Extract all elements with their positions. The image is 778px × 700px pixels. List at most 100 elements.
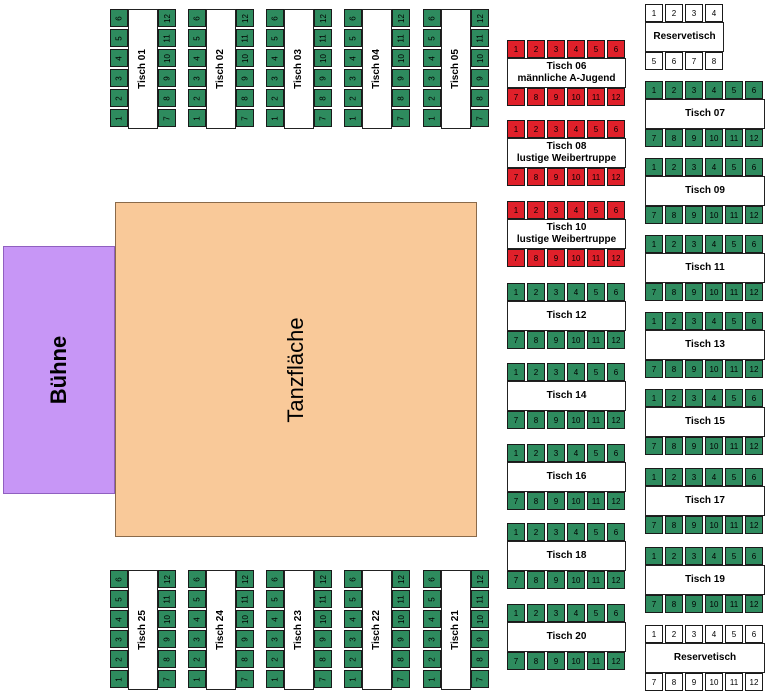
seat[interactable]: 11 (587, 88, 605, 106)
seat[interactable]: 9 (392, 69, 410, 87)
seat[interactable]: 3 (685, 468, 703, 486)
seat[interactable]: 6 (745, 312, 763, 330)
seat[interactable]: 4 (110, 610, 128, 628)
seat[interactable]: 11 (587, 492, 605, 510)
seat[interactable]: 4 (266, 610, 284, 628)
seat[interactable]: 5 (266, 29, 284, 47)
seat[interactable]: 8 (158, 650, 176, 668)
seat[interactable]: 11 (725, 437, 743, 455)
seat[interactable]: 6 (607, 363, 625, 381)
seat[interactable]: 3 (344, 69, 362, 87)
seat[interactable]: 2 (527, 604, 545, 622)
seat[interactable]: 4 (567, 40, 585, 58)
seat[interactable]: 3 (547, 523, 565, 541)
seat[interactable]: 5 (344, 590, 362, 608)
seat[interactable]: 2 (665, 468, 683, 486)
seat[interactable]: 7 (236, 670, 254, 688)
seat[interactable]: 8 (705, 52, 723, 70)
seat[interactable]: 6 (266, 570, 284, 588)
table[interactable]: Tisch 17 (645, 486, 765, 516)
seat[interactable]: 5 (725, 389, 743, 407)
seat[interactable]: 1 (110, 670, 128, 688)
seat[interactable]: 5 (344, 29, 362, 47)
table[interactable]: Tisch 13 (645, 330, 765, 360)
seat[interactable]: 3 (685, 389, 703, 407)
seat[interactable]: 4 (705, 4, 723, 22)
seat[interactable]: 11 (471, 29, 489, 47)
seat[interactable]: 1 (507, 604, 525, 622)
seat[interactable]: 7 (471, 670, 489, 688)
seat[interactable]: 1 (344, 670, 362, 688)
seat[interactable]: 6 (745, 81, 763, 99)
seat[interactable]: 2 (188, 650, 206, 668)
seat[interactable]: 10 (567, 331, 585, 349)
seat[interactable]: 3 (547, 120, 565, 138)
seat[interactable]: 5 (587, 523, 605, 541)
seat[interactable]: 9 (236, 69, 254, 87)
seat[interactable]: 8 (665, 673, 683, 691)
seat[interactable]: 12 (236, 570, 254, 588)
seat[interactable]: 9 (685, 595, 703, 613)
seat[interactable]: 2 (665, 235, 683, 253)
seat[interactable]: 4 (344, 49, 362, 67)
seat[interactable]: 4 (567, 363, 585, 381)
seat[interactable]: 6 (607, 523, 625, 541)
seat[interactable]: 8 (527, 249, 545, 267)
seat[interactable]: 12 (745, 437, 763, 455)
seat[interactable]: 4 (705, 547, 723, 565)
seat[interactable]: 3 (110, 630, 128, 648)
seat[interactable]: 7 (507, 88, 525, 106)
seat[interactable]: 10 (567, 168, 585, 186)
seat[interactable]: 4 (705, 312, 723, 330)
seat[interactable]: 1 (645, 158, 663, 176)
seat[interactable]: 2 (188, 89, 206, 107)
seat[interactable]: 9 (685, 360, 703, 378)
seat[interactable]: 5 (645, 52, 663, 70)
seat[interactable]: 8 (236, 89, 254, 107)
seat[interactable]: 7 (314, 109, 332, 127)
seat[interactable]: 8 (527, 492, 545, 510)
seat[interactable]: 6 (745, 625, 763, 643)
seat[interactable]: 11 (725, 673, 743, 691)
seat[interactable]: 1 (645, 235, 663, 253)
seat[interactable]: 9 (314, 630, 332, 648)
table[interactable]: Reservetisch (645, 643, 765, 673)
seat[interactable]: 6 (344, 570, 362, 588)
seat[interactable]: 6 (344, 9, 362, 27)
seat[interactable]: 12 (607, 571, 625, 589)
seat[interactable]: 3 (266, 69, 284, 87)
seat[interactable]: 4 (110, 49, 128, 67)
seat[interactable]: 1 (266, 109, 284, 127)
seat[interactable]: 9 (236, 630, 254, 648)
seat[interactable]: 5 (725, 547, 743, 565)
table[interactable]: Tisch 07 (645, 99, 765, 129)
seat[interactable]: 10 (236, 49, 254, 67)
seat[interactable]: 2 (344, 89, 362, 107)
table[interactable]: Tisch 24 (206, 570, 236, 690)
seat[interactable]: 5 (110, 29, 128, 47)
seat[interactable]: 4 (567, 604, 585, 622)
seat[interactable]: 11 (392, 29, 410, 47)
seat[interactable]: 5 (188, 590, 206, 608)
seat[interactable]: 3 (423, 69, 441, 87)
seat[interactable]: 8 (314, 650, 332, 668)
seat[interactable]: 10 (314, 610, 332, 628)
seat[interactable]: 10 (471, 610, 489, 628)
seat[interactable]: 3 (685, 158, 703, 176)
seat[interactable]: 1 (507, 444, 525, 462)
seat[interactable]: 5 (587, 40, 605, 58)
seat[interactable]: 2 (665, 625, 683, 643)
seat[interactable]: 5 (110, 590, 128, 608)
seat[interactable]: 7 (645, 283, 663, 301)
seat[interactable]: 10 (471, 49, 489, 67)
seat[interactable]: 11 (158, 590, 176, 608)
seat[interactable]: 1 (423, 670, 441, 688)
seat[interactable]: 6 (188, 9, 206, 27)
seat[interactable]: 1 (645, 547, 663, 565)
seat[interactable]: 12 (471, 9, 489, 27)
seat[interactable]: 12 (314, 570, 332, 588)
seat[interactable]: 9 (158, 69, 176, 87)
seat[interactable]: 8 (314, 89, 332, 107)
seat[interactable]: 5 (188, 29, 206, 47)
